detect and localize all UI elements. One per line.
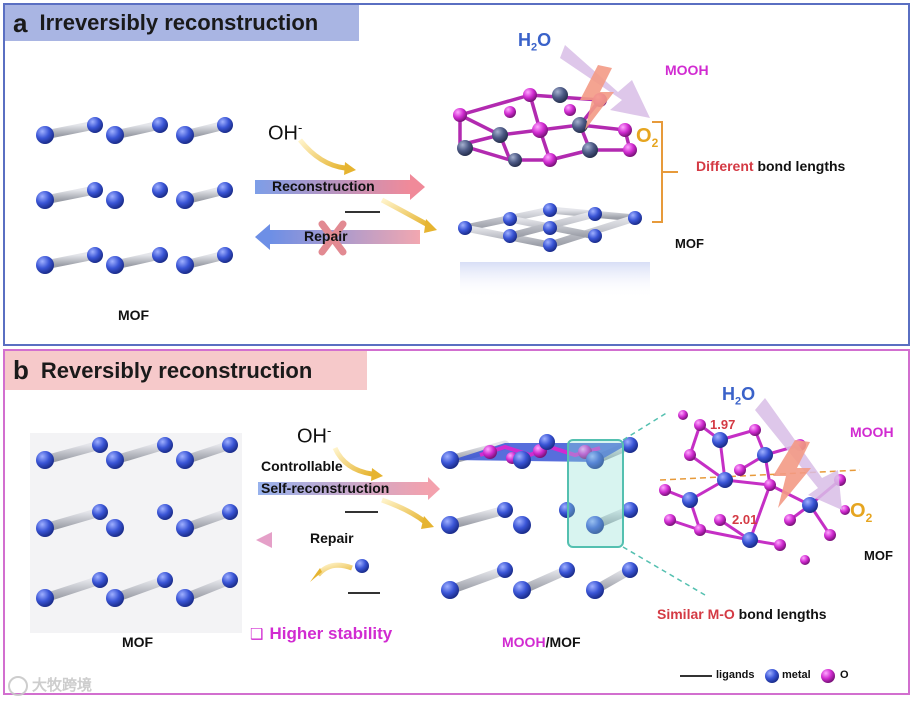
panel-b-title: Reversibly reconstruction (40, 357, 313, 383)
panel-a-repair-arrowhead (255, 224, 270, 250)
panel-b-controllable-label: Controllable (261, 458, 343, 474)
panel-b-ligand-arrowhead (421, 516, 434, 529)
panel-b-mof-right-label: MOF (864, 548, 893, 563)
panel-b-stability-text: Higher stability (269, 624, 393, 643)
panel-a-title: Irreversibly reconstruction (39, 10, 319, 35)
panel-b-oh-arrowhead (371, 468, 383, 481)
panel-b-metal-ball (355, 559, 369, 573)
panel-b-metal-arrowhead (310, 568, 322, 582)
panel-b-mof-nodes (36, 437, 238, 607)
panel-a-reconstruction-arrowhead (410, 174, 425, 200)
panel-b-repair-dashed-arrow (256, 532, 428, 548)
panel-b-self-reconstruction-label: Self-reconstruction (261, 480, 390, 496)
panel-a-oh-curve-arrow (298, 138, 346, 171)
panel-a-oh-arrowhead (344, 162, 356, 175)
panel-b-zoom-structure (659, 398, 861, 565)
panel-b-mooh-part: MOOH (502, 634, 546, 650)
panel-a-mooh-layer (453, 87, 637, 167)
panel-b-higher-stability: ❑ Higher stability (250, 624, 392, 644)
panel-b-h2o-o: O (741, 384, 756, 404)
checkbox-icon: ❑ (250, 626, 264, 643)
panel-b-reconstruction-arrowhead (428, 477, 440, 500)
panel-a-lightning-icon (580, 65, 614, 130)
panel-b-bond-value-1: 1.97 (710, 417, 736, 432)
legend-o-label: O (840, 669, 849, 681)
legend-o-icon (821, 669, 835, 683)
panel-a-oh-base: OH (268, 122, 298, 145)
panel-a-o2-o: O (636, 125, 652, 147)
panel-b: b Reversibly reconstruction (3, 349, 910, 695)
panel-b-mooh-mof-label: MOOH/MOF (502, 634, 581, 650)
panel-a-o2-label: O2 (636, 125, 658, 150)
panel-b-header: b Reversibly reconstruction (5, 351, 367, 390)
panel-a-oh-label: OH- (268, 120, 302, 146)
panel-a-o2-sub: 2 (651, 136, 659, 150)
panel-b-o2-o: O (850, 500, 866, 522)
legend (680, 669, 835, 683)
panel-a-mof-reflection (460, 262, 650, 298)
panel-a-letter: a (13, 7, 28, 38)
panel-a-ligand-arrowhead (424, 219, 437, 233)
panel-a-oh-sup: - (298, 120, 303, 135)
panel-a-bond-lengths-label: Different bond lengths (696, 158, 845, 174)
panel-b-oh-curve-arrow (332, 446, 373, 477)
panel-b-similar-word: Similar M-O (657, 606, 735, 622)
panel-b-mof-label: MOF (122, 634, 154, 650)
panel-a-ligand-curve-arrow (380, 197, 430, 228)
panel-a-mof-label: MOF (118, 307, 150, 323)
watermark: 大牧跨境 (8, 674, 93, 697)
panel-a-h2o-sub: 2 (531, 41, 538, 54)
panel-b-similar-rest: bond lengths (734, 606, 827, 622)
panel-b-mooh-mof-cube (441, 434, 638, 599)
panel-b-oh-base: OH (297, 425, 327, 448)
panel-a-bond-rest: bond lengths (753, 158, 846, 174)
panel-a: a Irreversibly reconstruction (3, 3, 910, 346)
panel-a-h2o-o: O (537, 30, 552, 50)
panel-a-h2o-label: H2O (518, 30, 551, 54)
panel-a-repair-cross-icon (318, 220, 347, 256)
watermark-logo-icon (8, 676, 28, 697)
panel-b-slash-part: / (545, 634, 550, 650)
panel-a-reconstruction-arrow (255, 180, 410, 194)
watermark-text: 大牧跨境 (32, 677, 93, 694)
panel-a-mof-layer (458, 203, 650, 298)
panel-a-reconstruction-label: Reconstruction (272, 178, 375, 194)
panel-a-different-word: Different (696, 158, 754, 174)
panel-b-ligand-curve-arrow (381, 497, 427, 524)
panel-b-h2o-label: H2O (722, 384, 755, 408)
panel-b-repair-label: Repair (310, 530, 354, 546)
panel-b-h2o-h: H (722, 384, 735, 404)
panel-b-o2-label: O2 (850, 500, 872, 525)
panel-a-mof-nodes (36, 117, 233, 274)
panel-b-zoom-box (567, 439, 624, 548)
panel-a-h2o-h: H (518, 30, 531, 50)
panel-b-reconstruction-arrow (258, 482, 428, 495)
legend-metal-icon (765, 669, 779, 683)
panel-a-bond-bracket (652, 121, 678, 223)
panel-a-mooh-label: MOOH (665, 62, 709, 78)
panel-a-mof-cube (40, 120, 230, 270)
panel-a-header: a Irreversibly reconstruction (5, 5, 359, 41)
panel-a-repair-arrow (270, 230, 420, 244)
panel-a-repair-label: Repair (304, 228, 348, 244)
panel-b-mooh-label: MOOH (850, 424, 894, 440)
panel-b-similar-bond-label: Similar M-O bond lengths (657, 606, 827, 622)
panel-b-mof-part: MOF (549, 634, 581, 650)
panel-b-oh-label: OH- (297, 423, 331, 449)
panel-b-metal-curve-arrow (316, 562, 353, 577)
panel-b-zoom-guide-bottom (622, 546, 706, 596)
panel-b-letter: b (13, 355, 29, 385)
panel-a-mof-right-label: MOF (675, 236, 704, 251)
panel-b-lightning-icon (773, 440, 811, 508)
panel-b-bond-value-2: 2.01 (732, 512, 758, 527)
legend-metal-label: metal (782, 669, 811, 681)
panel-b-h2o-sub: 2 (735, 395, 742, 408)
panel-b-oh-sup: - (327, 423, 332, 438)
panel-b-o2-sub: 2 (865, 511, 873, 525)
legend-ligands-label: ligands (716, 669, 755, 681)
panel-b-zoom-guide-top (622, 411, 669, 441)
